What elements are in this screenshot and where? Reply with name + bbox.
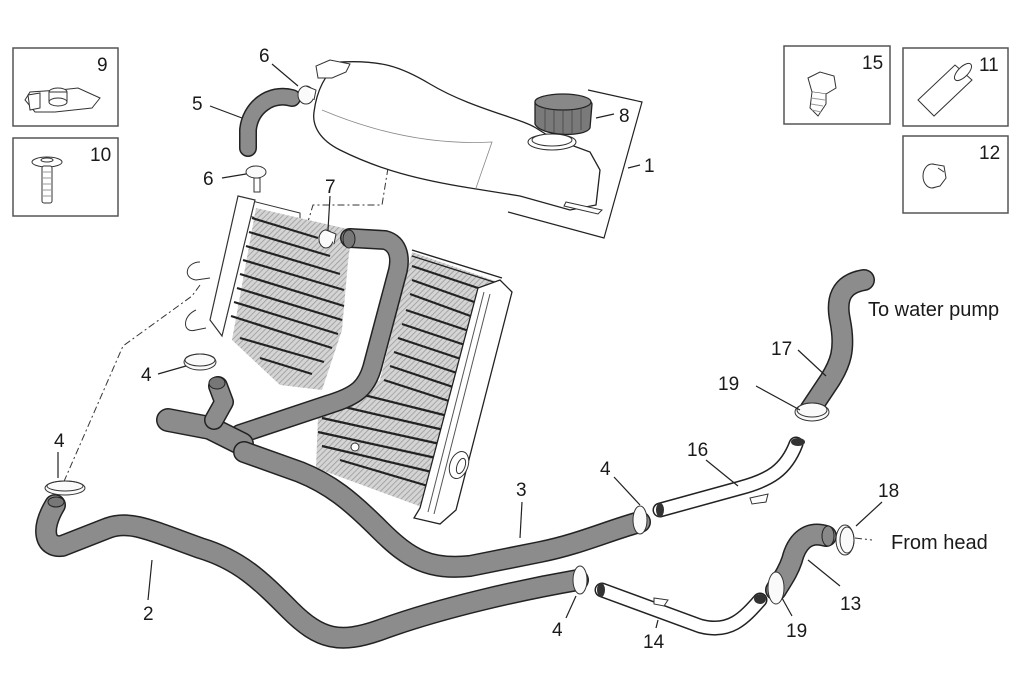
hose-5[interactable] (239, 87, 301, 157)
inset-box (12, 47, 119, 127)
radiator-core[interactable] (316, 249, 513, 525)
callout-16: 16 (687, 440, 708, 461)
radiator[interactable] (185, 195, 353, 390)
sleeve-icon (917, 62, 973, 117)
callout-4: 4 (552, 620, 563, 641)
clamp-4-radiator[interactable] (183, 353, 217, 371)
callout-14: 14 (643, 632, 665, 653)
callouts: 1 2 3 4 4 4 4 5 6 6 7 8 13 14 16 17 18 1… (54, 46, 899, 653)
callout-2: 2 (143, 604, 154, 625)
y-piece[interactable] (156, 376, 254, 456)
inset-part-15[interactable]: 15 (783, 45, 891, 125)
callout-5: 5 (192, 94, 203, 115)
clip-icon (922, 163, 947, 189)
filler-cap[interactable] (534, 93, 593, 136)
callout-4: 4 (600, 459, 611, 480)
inset-part-12[interactable]: 12 (902, 135, 1009, 214)
inset-part-10[interactable]: 10 (12, 137, 119, 217)
expansion-tank[interactable] (313, 59, 603, 215)
pipe-16[interactable] (652, 436, 805, 518)
callout-19: 19 (786, 621, 807, 642)
radiator-upper-hose[interactable] (230, 228, 409, 444)
clip-7[interactable] (318, 229, 337, 249)
callout-4: 4 (54, 431, 65, 452)
callout-6: 6 (259, 46, 270, 67)
inset-box (783, 45, 891, 125)
group-bracket (507, 89, 643, 239)
callout-19: 19 (718, 374, 739, 395)
clamp-6-lower[interactable] (245, 165, 267, 193)
hex-screw-icon (807, 71, 837, 117)
callout-6: 6 (203, 169, 214, 190)
clamp-4-hose3[interactable] (632, 505, 648, 535)
inset-part-11[interactable]: 11 (902, 47, 1009, 127)
assembly-line (61, 284, 201, 487)
hose-2[interactable] (35, 494, 589, 649)
callout-label: 10 (90, 145, 111, 166)
note-to-water-pump: To water pump (868, 299, 999, 321)
hose-3[interactable] (233, 441, 651, 578)
callout-4: 4 (141, 365, 152, 386)
callout-18: 18 (878, 481, 899, 502)
pipe-14[interactable] (594, 582, 768, 636)
callout-7: 7 (325, 177, 336, 198)
callout-label: 12 (979, 143, 1000, 164)
note-from-head: From head (891, 532, 988, 554)
callout-3: 3 (516, 480, 527, 501)
clamp-6-upper[interactable] (297, 85, 317, 105)
callout-label: 9 (97, 55, 108, 76)
callout-13: 13 (840, 594, 861, 615)
assembly-line (303, 167, 389, 241)
clamp-4-left[interactable] (44, 480, 86, 496)
inset-box (12, 137, 119, 217)
inset-part-9[interactable]: 9 (12, 47, 119, 127)
leader-lines (57, 63, 883, 629)
inset-box (902, 135, 1009, 214)
hose-17[interactable] (799, 269, 875, 421)
callout-17: 17 (771, 339, 792, 360)
clamp-19-lower[interactable] (767, 571, 785, 605)
assembly-line (854, 537, 873, 541)
flanged-screw-icon (31, 156, 63, 204)
callout-label: 11 (979, 55, 999, 76)
clamp-18[interactable] (835, 524, 855, 556)
clamp-19-upper[interactable] (794, 402, 830, 422)
clamp-4-hose2[interactable] (572, 565, 588, 595)
callout-8: 8 (619, 106, 630, 127)
spring-nut-icon (24, 87, 101, 113)
callout-1: 1 (644, 156, 655, 177)
hose-13[interactable] (765, 523, 837, 601)
callout-label: 15 (862, 53, 883, 74)
